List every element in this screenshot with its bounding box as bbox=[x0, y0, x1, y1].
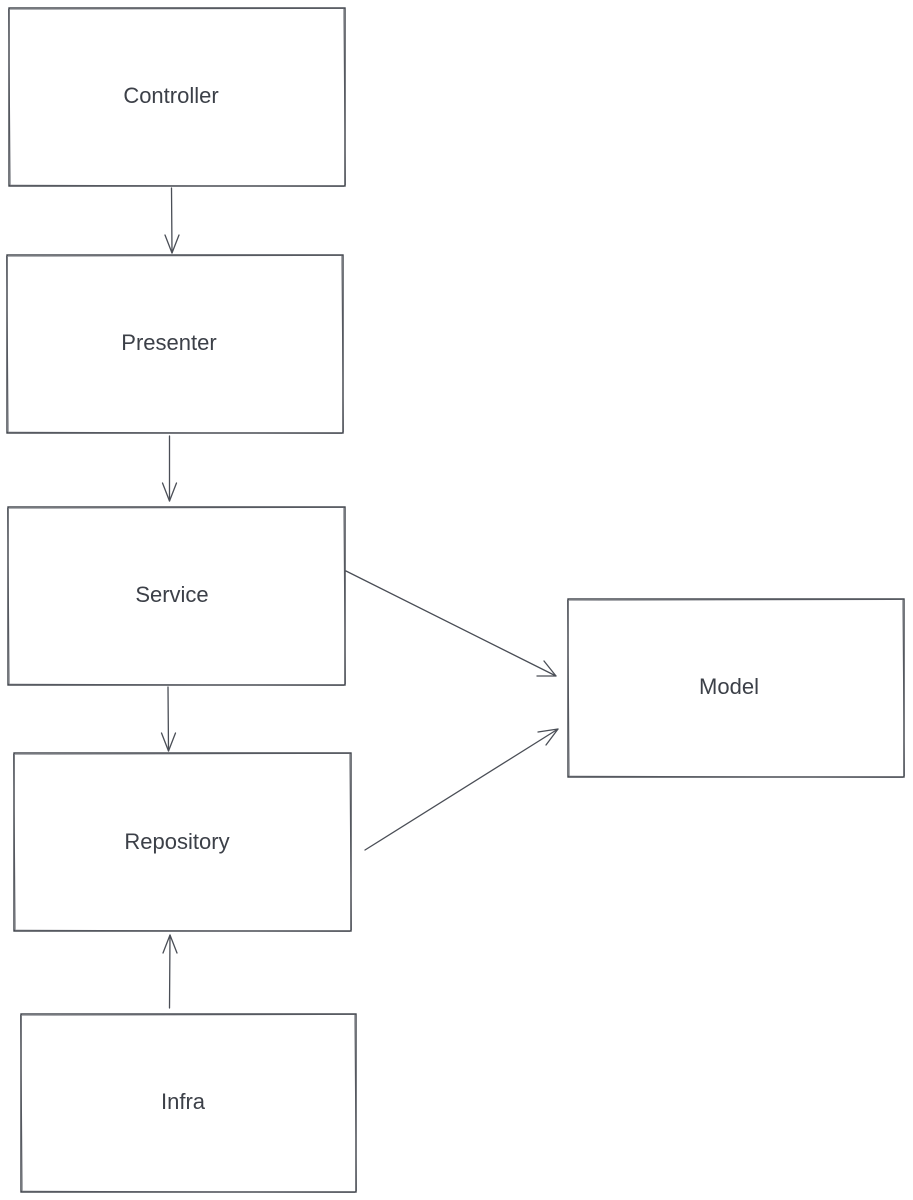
node-presenter[interactable]: Presenter bbox=[6, 254, 344, 434]
node-model[interactable]: Model bbox=[567, 598, 905, 778]
node-controller[interactable]: Controller bbox=[8, 7, 346, 187]
arrow-controller-to-presenter bbox=[164, 187, 180, 254]
arrow-service-to-repository bbox=[160, 686, 177, 752]
node-infra[interactable]: Infra bbox=[20, 1013, 357, 1193]
arrow-service-to-model bbox=[345, 570, 557, 677]
node-controller-label: Controller bbox=[123, 83, 218, 108]
node-service[interactable]: Service bbox=[7, 506, 346, 686]
node-service-label: Service bbox=[135, 582, 208, 607]
node-model-label: Model bbox=[699, 674, 759, 699]
node-repository-label: Repository bbox=[124, 829, 229, 854]
node-presenter-label: Presenter bbox=[121, 330, 216, 355]
arrow-repository-to-model bbox=[364, 728, 559, 851]
node-repository[interactable]: Repository bbox=[13, 752, 352, 932]
arrow-presenter-to-service bbox=[161, 435, 178, 502]
arrow-infra-to-repository bbox=[162, 934, 178, 1009]
node-infra-label: Infra bbox=[161, 1089, 206, 1114]
